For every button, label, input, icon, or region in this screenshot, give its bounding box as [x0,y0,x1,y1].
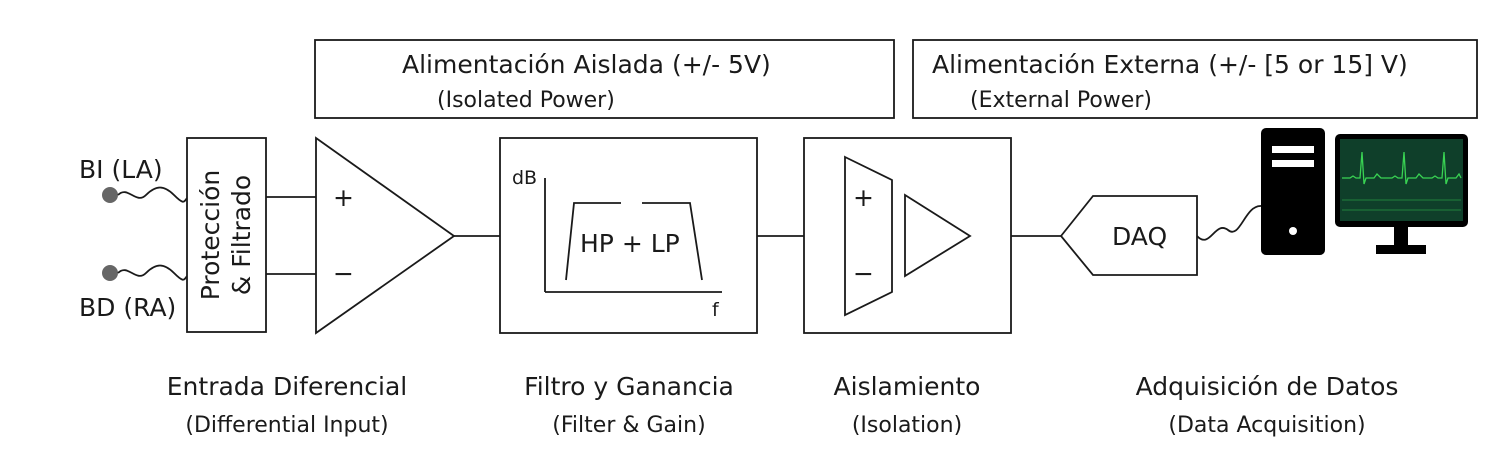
electrode-right [102,265,118,281]
isolation-output-buffer [904,193,972,278]
monitor-screen [1340,139,1463,221]
tower-slot-bottom [1272,160,1314,167]
electrode-right-wire [117,264,188,281]
filter-x-axis-label: f [712,299,720,321]
daq-block [1059,195,1198,276]
stage-label-isolation: Aislamiento [834,372,981,401]
computer-tower-icon [1261,128,1325,255]
stage-sublabel-filter-gain: (Filter & Gain) [552,413,705,438]
monitor-base [1376,245,1426,254]
isolation-barrier [844,155,893,317]
electrode-label-left: BI (LA) [79,155,163,184]
electrode-left [102,187,118,203]
protection-block [186,137,267,333]
tower-power-button [1289,227,1297,235]
isolated-power-box [314,39,895,119]
isolated-power-sublabel: (Isolated Power) [437,88,615,113]
isolation-plus-sign: + [853,183,874,212]
wire-daq-to-computer [1196,205,1262,241]
electrode-left-wire [117,186,188,203]
stage-label-differential-input: Entrada Diferencial [167,372,407,401]
stage-label-filter-gain: Filtro y Ganancia [524,372,734,401]
amp-plus-sign: + [333,183,354,212]
protection-label-line1: Protección [196,170,225,300]
daq-label: DAQ [1112,222,1167,251]
stage-sublabel-differential-input: (Differential Input) [185,413,388,438]
amp-minus-sign: − [333,259,354,288]
stage-sublabel-isolation: (Isolation) [852,413,962,438]
isolated-power-label: Alimentación Aislada (+/- 5V) [402,50,771,79]
filter-label: HP + LP [580,229,680,258]
isolation-minus-sign: − [853,259,874,288]
monitor-stand [1394,227,1408,247]
protection-label-line2: & Filtrado [227,175,256,295]
filter-y-axis-label: dB [512,167,537,189]
external-power-label: Alimentación Externa (+/- [5 or 15] V) [932,50,1408,79]
stage-label-data-acquisition: Adquisición de Datos [1136,372,1399,401]
tower-slot-top [1272,146,1314,153]
external-power-box [912,39,1478,119]
electrode-label-right: BD (RA) [79,293,176,322]
stage-sublabel-data-acquisition: (Data Acquisition) [1168,413,1365,438]
filter-response-curve [565,202,703,281]
differential-amplifier [315,136,456,335]
filter-block [499,137,758,334]
external-power-sublabel: (External Power) [970,88,1152,113]
ecg-trace [1342,151,1462,185]
